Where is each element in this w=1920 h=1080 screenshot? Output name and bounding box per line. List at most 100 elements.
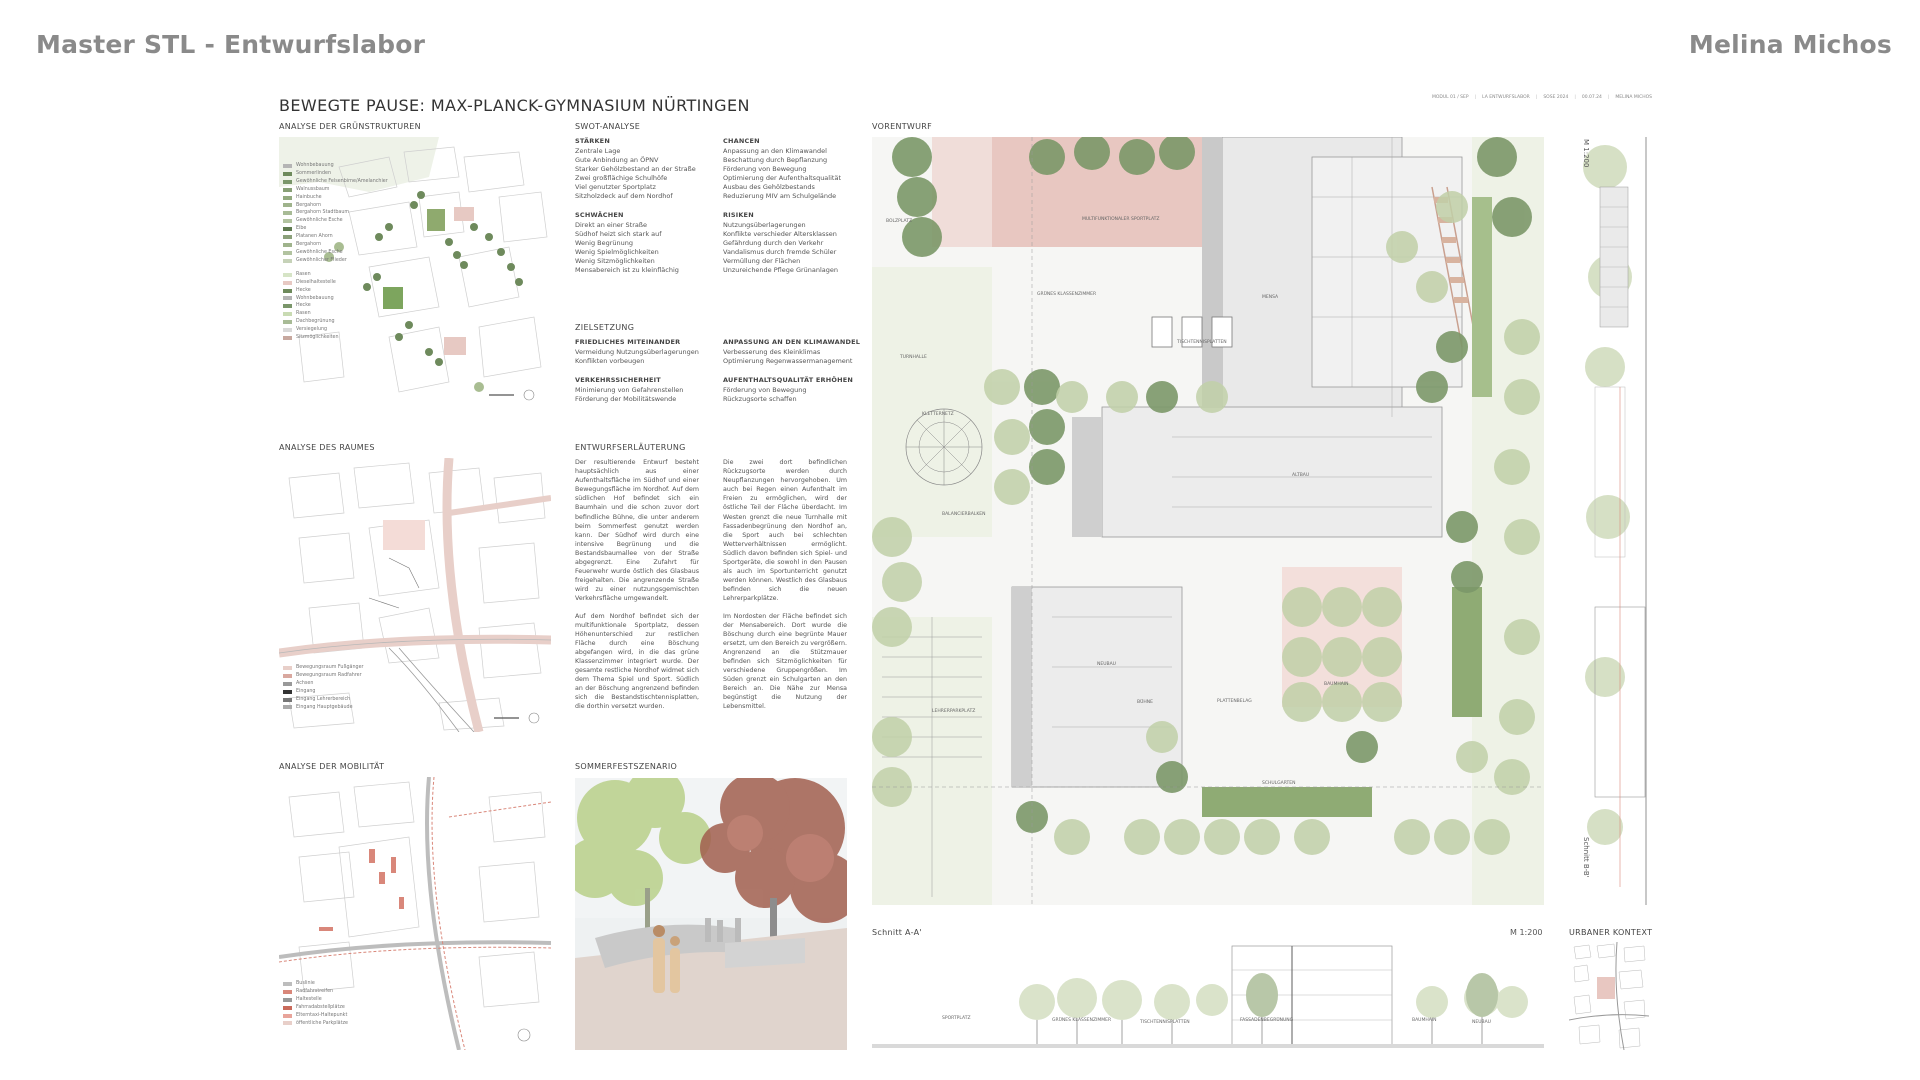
swot-item: Zentrale Lage: [575, 147, 621, 155]
legend-item: Dachbegrünung: [283, 318, 388, 326]
swot-item: Nutzungsüberlagerungen: [723, 221, 806, 229]
label-klettern: KLETTERNETZ: [922, 412, 954, 417]
legend-item: Eingang Hauptgebäude: [283, 704, 364, 712]
heading-gruen: ANALYSE DER GRÜNSTRUKTUREN: [279, 122, 421, 131]
schnitt-bb-title: Schnitt B-B': [1582, 837, 1590, 878]
ziele-left: FRIEDLICHES MITEINANDER Vermeidung Nutzu…: [575, 338, 715, 414]
section-aa: SPORTPLATZ GRÜNES KLASSENZIMMER TISCHTEN…: [872, 940, 1544, 1052]
section-label: NEUBAU: [1472, 1020, 1491, 1025]
swot-item: Vermüllung der Flächen: [723, 257, 801, 265]
legend-item: Bewegungsraum Radfahrer: [283, 672, 364, 680]
legend-item: Rasen: [283, 271, 388, 279]
swot-chancen: CHANCEN Anpassung an den Klimawandel Bes…: [723, 137, 863, 201]
paragraph: Die zwei dort befindlichen Rückzugsorte …: [723, 459, 847, 603]
scale-aa: M 1:200: [1510, 928, 1543, 937]
swot-item: Wenig Spielmöglichkeiten: [575, 248, 659, 256]
paragraph: Im Nordosten der Fläche befindet sich de…: [723, 612, 847, 711]
swot-item: Mensabereich ist zu kleinflächig: [575, 266, 679, 274]
swot-schwaechen: SCHWÄCHEN Direkt an einer Straße Südhof …: [575, 211, 715, 275]
poster-meta: MODUL 01 / SEP| LA ENTWURFSLABOR| SOSE 2…: [1431, 95, 1652, 100]
swot-item: Direkt an einer Straße: [575, 221, 647, 229]
swot-right: CHANCEN Anpassung an den Klimawandel Bes…: [723, 137, 863, 285]
course-title: Master STL - Entwurfslabor: [36, 30, 426, 59]
label-balance: BALANCIERBALKEN: [942, 512, 986, 517]
swot-item: Gefährdung durch den Verkehr: [723, 239, 824, 247]
section-label: SPORTPLATZ: [942, 1016, 971, 1021]
heading-entwurf: ENTWURFSERLÄUTERUNG: [575, 443, 686, 452]
swot-item: Förderung von Bewegung: [723, 165, 807, 173]
label-platz: PLATTENBELAG: [1217, 699, 1252, 704]
legend-item: Platanen Ahorn: [283, 233, 388, 241]
legend-item: Hecke: [283, 287, 388, 295]
section-label: BAUMHAIN: [1412, 1018, 1437, 1023]
site-plan: BOLZPLATZ MULTIFUNKTIONALER SPORTPLATZ M…: [872, 137, 1544, 905]
legend-item: Gewöhnliche Esche: [283, 249, 388, 257]
legend-item: Gewöhnlicher Flieder: [283, 257, 388, 265]
author-name: Melina Michos: [1688, 30, 1892, 59]
heading-schnitt-aa: Schnitt A-A': [872, 928, 922, 937]
swot-item: Beschattung durch Bepflanzung: [723, 156, 828, 164]
legend-item: Eingang Lehrerbereich: [283, 696, 364, 704]
swot-item: Unzureichende Pflege Grünanlagen: [723, 266, 839, 274]
ziel-block: FRIEDLICHES MITEINANDER Vermeidung Nutzu…: [575, 338, 699, 365]
legend-item: Fahrradabstellplätze: [283, 1004, 348, 1012]
ziel-block: VERKEHRSSICHERHEIT Minimierung von Gefah…: [575, 376, 684, 403]
poster-title: BEWEGTE PAUSE: MAX-PLANCK-GYMNASIUM NÜRT…: [279, 96, 750, 115]
entwurf-text-col2: Die zwei dort befindlichen Rückzugsorte …: [723, 458, 847, 720]
label-garten: SCHULGARTEN: [1262, 781, 1296, 786]
label-bolz: BOLZPLATZ: [886, 219, 913, 224]
ziele-right: ANPASSUNG AN DEN KLIMAWANDEL Verbesserun…: [723, 338, 863, 414]
paragraph: Auf dem Nordhof befindet sich der multif…: [575, 612, 699, 711]
legend-item: Elterntaxi-Haltepunkt: [283, 1012, 348, 1020]
sommerfest-sketch: [575, 778, 847, 1050]
urban-context-map: [1569, 942, 1649, 1050]
swot-item: Zwei großflächige Schulhöfe: [575, 174, 668, 182]
swot-item: Südhof heizt sich stark auf: [575, 230, 662, 238]
label-sport: MULTIFUNKTIONALER SPORTPLATZ: [1082, 217, 1160, 222]
label-tt: TISCHTENNISPLATTEN: [1177, 340, 1227, 345]
paragraph: Der resultierende Entwurf besteht haupts…: [575, 459, 699, 603]
legend-item: Rasen: [283, 310, 388, 318]
site-plan-drawing: [872, 137, 1544, 905]
label-hain: BAUMHAIN: [1324, 682, 1349, 687]
label-klasse: GRÜNES KLASSENZIMMER: [1037, 292, 1097, 297]
label-neubau: NEUBAU: [1097, 662, 1116, 667]
section-label: TISCHTENNISPLATTEN: [1140, 1020, 1190, 1025]
legend-item: Haltestelle: [283, 996, 348, 1004]
meta-item: LA ENTWURFSLABOR: [1482, 95, 1530, 100]
map-gruen: [279, 137, 551, 410]
section-bb-drawing: [1580, 137, 1648, 905]
swot-item: Viel genutzter Sportplatz: [575, 183, 656, 191]
label-buehne: BÜHNE: [1137, 700, 1153, 705]
legend-item: Hainbuche: [283, 194, 388, 202]
legend-item: Sitzmöglichkeiten: [283, 334, 388, 342]
legend-item: Dieselhaltestelle: [283, 279, 388, 287]
ziel-block: AUFENTHALTSQUALITÄT ERHÖHEN Förderung vo…: [723, 376, 853, 403]
section-label: GRÜNES KLASSENZIMMER: [1052, 1018, 1112, 1023]
map-mobil-drawing: [279, 777, 551, 1050]
legend-item: Gewöhnliche Felsenbirne/Amelanchier: [283, 178, 388, 186]
map-raum-drawing: [279, 458, 551, 732]
legend-item: Wohnbebauung: [283, 295, 388, 303]
legend-item: Wohnbebauung: [283, 162, 388, 170]
map-gruen-drawing: [279, 137, 551, 410]
swot-staerken: STÄRKEN Zentrale Lage Gute Anbindung an …: [575, 137, 715, 201]
swot-left: STÄRKEN Zentrale Lage Gute Anbindung an …: [575, 137, 715, 285]
label-mensa: MENSA: [1262, 295, 1279, 300]
sketch-drawing: [575, 778, 847, 1050]
legend-mobil: Buslinie Radfahrstreifen Haltestelle Fah…: [283, 980, 348, 1027]
urban-map-drawing: [1569, 942, 1649, 1050]
swot-item: Reduzierung MIV am Schulgelände: [723, 192, 837, 200]
section-label: FASSADENBEGRÜNUNG: [1240, 1018, 1294, 1023]
meta-item: MODUL 01 / SEP: [1431, 95, 1469, 100]
meta-item: 00.07.24: [1581, 95, 1602, 100]
legend-item: Bergahorn: [283, 241, 388, 249]
swot-item: Sitzholzdeck auf dem Nordhof: [575, 192, 673, 200]
swot-item: Optimierung der Aufenthaltsqualität: [723, 174, 841, 182]
swot-item: Ausbau des Gehölzbestands: [723, 183, 815, 191]
legend-item: Sommerlinden: [283, 170, 388, 178]
map-mobil: [279, 777, 551, 1050]
legend-item: Walnussbaum: [283, 186, 388, 194]
swot-item: Konflikte verschieder Altersklassen: [723, 230, 837, 238]
map-raum: [279, 458, 551, 732]
